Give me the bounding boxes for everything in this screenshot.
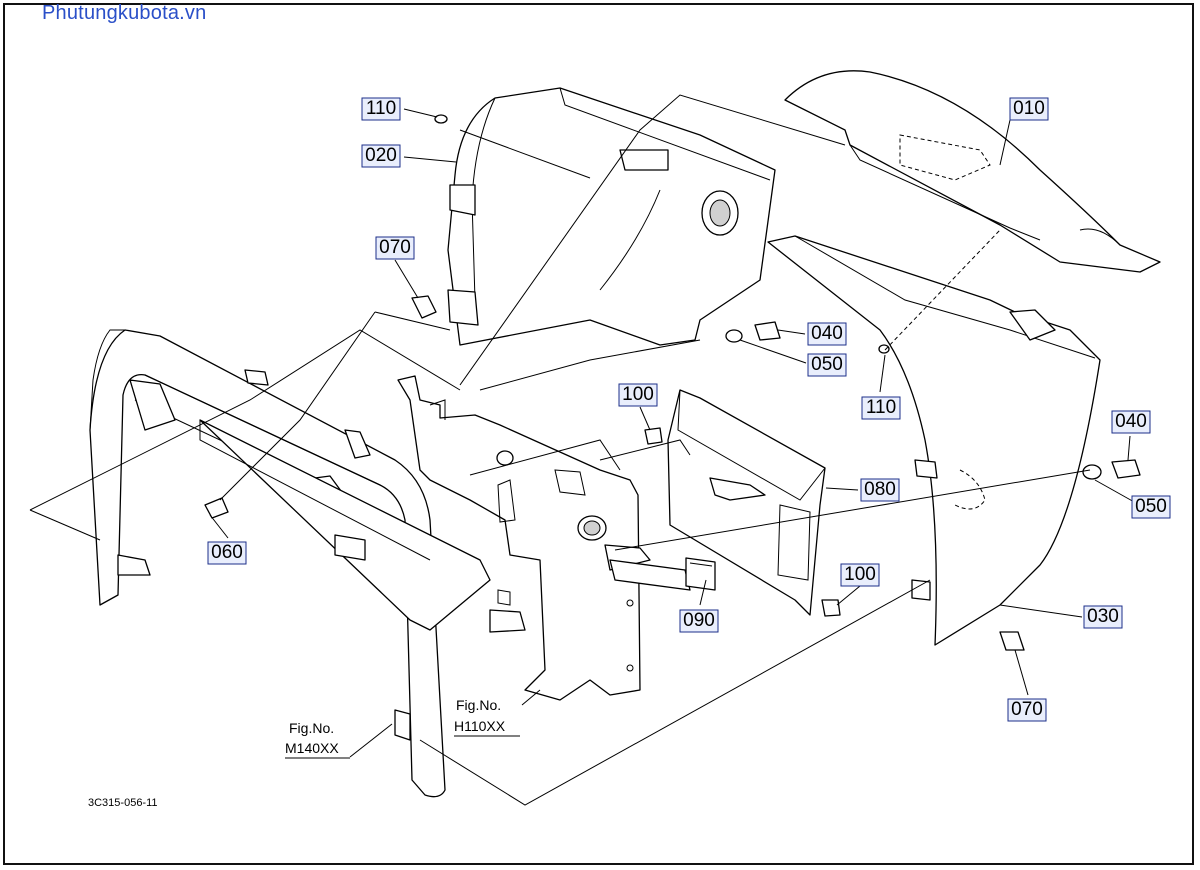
callout-label: 070 (379, 237, 411, 258)
callout-020[interactable]: 020 (361, 144, 401, 168)
callout-label: 080 (864, 479, 896, 500)
callout-label: 020 (365, 145, 397, 166)
callout-label: 100 (844, 564, 876, 585)
callout-label: 070 (1011, 699, 1043, 720)
drawing-code: 3C315-056-11 (88, 797, 158, 809)
callout-100[interactable]: 100 (840, 563, 880, 587)
figure-ref-h110xx: Fig.No. H110XX (454, 697, 520, 737)
callout-label: 100 (622, 384, 654, 405)
figure-ref-number: M140XX (285, 740, 339, 756)
callout-label: 040 (811, 323, 843, 344)
callout-040[interactable]: 040 (807, 322, 847, 346)
callout-label: 110 (866, 397, 896, 418)
callout-070[interactable]: 070 (1007, 698, 1047, 722)
callout-label: 050 (811, 354, 843, 375)
side-cover-020 (447, 87, 776, 346)
callout-110[interactable]: 110 (361, 97, 401, 121)
watermark-text: Phutungkubota.vn (42, 2, 207, 24)
right-cover-030 (767, 235, 1101, 646)
callout-040[interactable]: 040 (1111, 410, 1151, 434)
callout-090[interactable]: 090 (679, 609, 719, 633)
callout-110[interactable]: 110 (861, 396, 901, 420)
figure-ref-label: Fig.No. (456, 697, 501, 713)
figure-ref-label: Fig.No. (289, 720, 334, 736)
callout-label: 050 (1135, 496, 1167, 517)
callout-010[interactable]: 010 (1009, 97, 1049, 121)
callout-070[interactable]: 070 (375, 236, 415, 260)
callout-label: 060 (211, 542, 243, 563)
leader-lines (29, 94, 1137, 806)
callout-label: 090 (683, 610, 715, 631)
callout-050[interactable]: 050 (1131, 495, 1171, 519)
callout-060[interactable]: 060 (207, 541, 247, 565)
callout-label: 040 (1115, 411, 1147, 432)
figure-ref-m140xx: Fig.No. M140XX (285, 720, 350, 759)
callout-050[interactable]: 050 (807, 353, 847, 377)
callout-080[interactable]: 080 (860, 478, 900, 502)
callout-100[interactable]: 100 (618, 383, 658, 407)
front-frame (89, 329, 491, 798)
callout-label: 110 (366, 98, 396, 119)
callout-label: 010 (1013, 98, 1045, 119)
top-cover-010 (784, 70, 1161, 273)
figure-ref-number: H110XX (454, 718, 506, 734)
callout-030[interactable]: 030 (1083, 605, 1123, 629)
bracket-plate (397, 375, 691, 701)
panel-080 (667, 389, 826, 616)
callout-label: 030 (1087, 606, 1119, 627)
fasteners (204, 114, 1141, 651)
diagram-frame (3, 3, 1194, 865)
